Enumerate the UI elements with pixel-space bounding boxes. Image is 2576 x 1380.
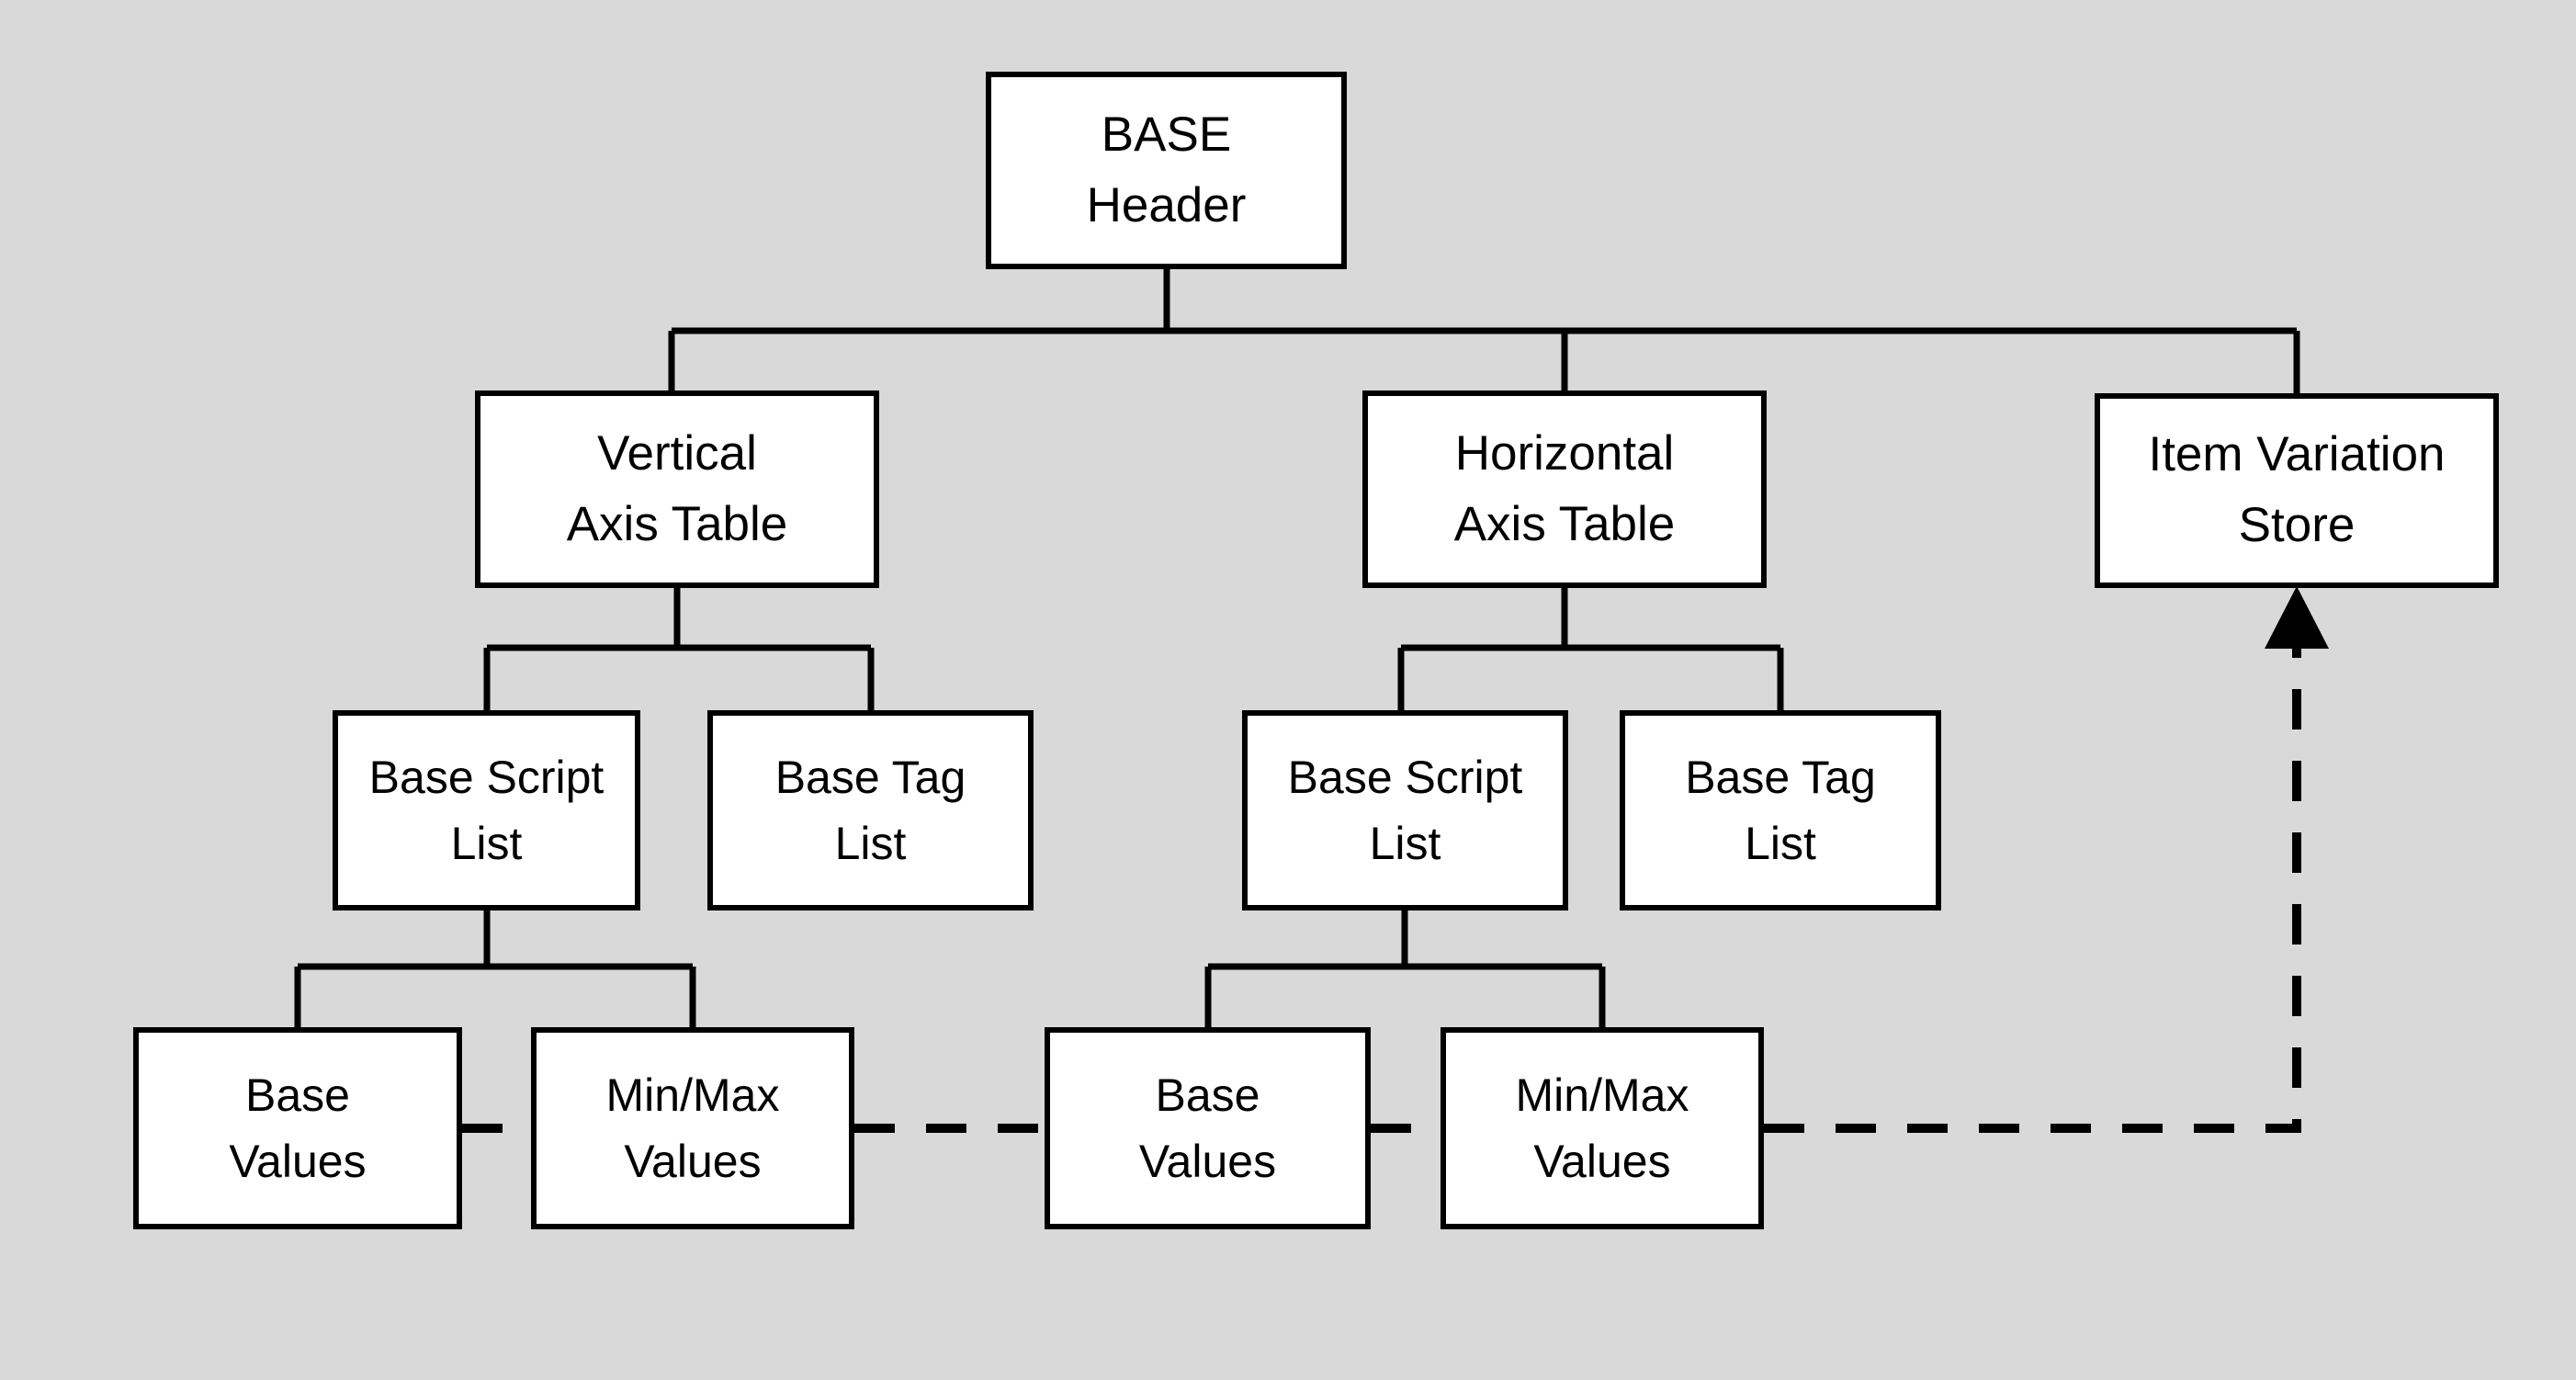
node-vertical-base-tag-list-line2: List	[834, 818, 907, 869]
node-horizontal-min-max-values-line1: Min/Max	[1515, 1069, 1689, 1121]
node-horizontal-axis-table[interactable]: Horizontal Axis Table	[1362, 390, 1767, 588]
node-vertical-base-tag-list[interactable]: Base Tag List	[707, 710, 1034, 911]
node-horizontal-min-max-values-line2: Values	[1533, 1136, 1671, 1187]
node-base-header-line1: BASE	[1101, 107, 1232, 162]
node-vertical-base-values-line2: Values	[229, 1136, 367, 1187]
node-vertical-base-values[interactable]: Base Values	[133, 1027, 462, 1229]
node-vertical-base-tag-list-line1: Base Tag	[774, 751, 966, 803]
node-horizontal-base-tag-list-line1: Base Tag	[1685, 751, 1876, 803]
node-base-header[interactable]: BASE Header	[986, 72, 1347, 269]
node-horizontal-base-tag-list[interactable]: Base Tag List	[1620, 710, 1941, 911]
node-horizontal-base-tag-list-line2: List	[1745, 818, 1816, 869]
node-base-header-line2: Header	[1086, 177, 1247, 232]
node-horizontal-axis-table-line1: Horizontal	[1454, 425, 1675, 481]
solid-connectors	[294, 269, 2300, 1027]
node-vertical-axis-table[interactable]: Vertical Axis Table	[475, 390, 879, 588]
node-vertical-base-script-list-line2: List	[450, 818, 523, 869]
node-item-variation-store[interactable]: Item Variation Store	[2095, 393, 2499, 588]
node-item-variation-store-line1: Item Variation	[2148, 427, 2446, 482]
node-horizontal-base-script-list-line1: Base Script	[1287, 751, 1523, 803]
node-vertical-min-max-values-line2: Values	[624, 1136, 762, 1187]
node-horizontal-base-values-line1: Base	[1155, 1069, 1260, 1121]
node-horizontal-base-values-line2: Values	[1138, 1136, 1277, 1187]
node-horizontal-base-script-list[interactable]: Base Script List	[1242, 710, 1568, 911]
node-vertical-axis-table-line1: Vertical	[597, 425, 757, 481]
node-horizontal-base-script-list-line2: List	[1369, 818, 1441, 869]
node-vertical-min-max-values[interactable]: Min/Max Values	[531, 1027, 854, 1229]
node-vertical-base-script-list-line1: Base Script	[368, 751, 604, 803]
node-horizontal-base-values[interactable]: Base Values	[1045, 1027, 1371, 1229]
node-horizontal-min-max-values[interactable]: Min/Max Values	[1441, 1027, 1764, 1229]
node-vertical-min-max-values-line1: Min/Max	[605, 1069, 780, 1121]
node-horizontal-axis-table-line2: Axis Table	[1453, 496, 1676, 551]
node-vertical-base-script-list[interactable]: Base Script List	[333, 710, 640, 911]
node-vertical-base-values-line1: Base	[245, 1069, 350, 1121]
arrowhead-to-item-variation-store	[2265, 586, 2329, 649]
node-item-variation-store-line2: Store	[2238, 498, 2356, 552]
node-vertical-axis-table-line2: Axis Table	[566, 496, 788, 551]
